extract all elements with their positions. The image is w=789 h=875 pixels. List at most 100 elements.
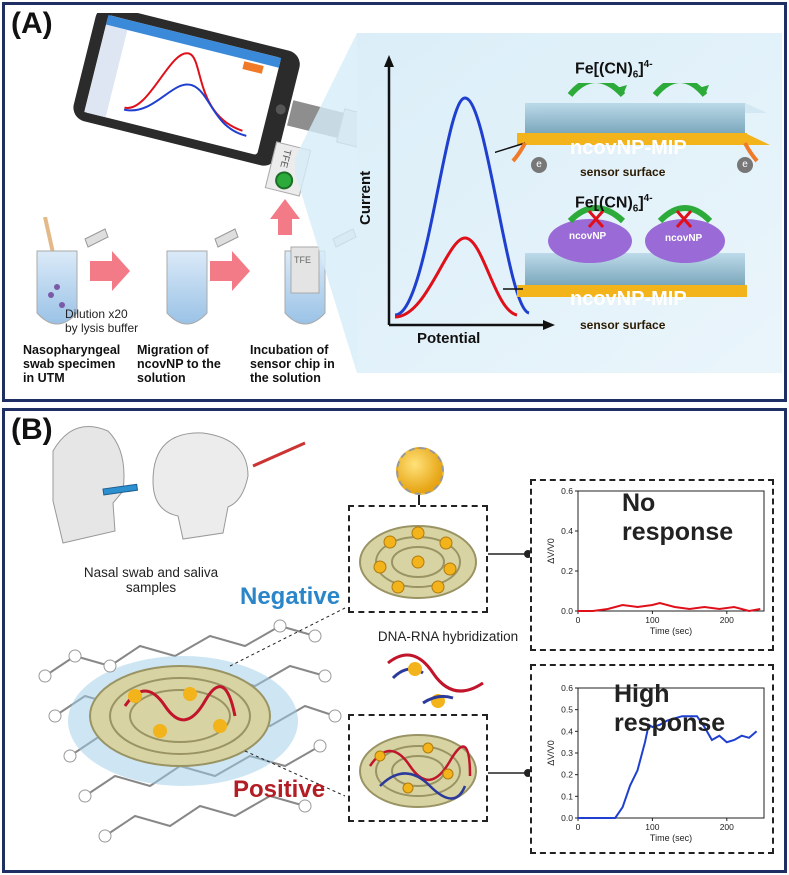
y-axis-label: Current: [357, 170, 374, 225]
probe-text: Fe[(CN): [575, 60, 633, 78]
caption-line: ncovNP to the: [137, 357, 221, 371]
probe-label-top: Fe[(CN)6]4-: [575, 59, 653, 81]
dna-strand-icon: [387, 653, 484, 708]
caption-line: the solution: [250, 371, 321, 385]
probe-text: Fe[(CN): [575, 194, 633, 212]
mip-layer-top: [495, 83, 770, 163]
x-tick-label: 200: [720, 615, 734, 625]
x-tick-label: 0: [576, 822, 581, 832]
series-line: [578, 715, 758, 819]
mip-label-bottom: ncovNP-MIP: [570, 288, 687, 310]
samples-note: Nasal swab and saliva samples: [61, 565, 241, 595]
step-caption-3: Incubation of sensor chip in the solutio…: [250, 343, 335, 385]
note-line: Nasal swab and saliva: [83, 565, 219, 580]
tube-2: [166, 228, 239, 325]
y-axis-label: ΔV/V0: [546, 740, 556, 766]
probe-sub: 6: [632, 203, 639, 215]
x-tick-label: 100: [645, 615, 659, 625]
arrow-right-icon: [210, 251, 250, 291]
x-tick-label: 0: [576, 615, 581, 625]
chart-title-high-response: High response: [614, 680, 726, 737]
panel-b: (B) Nasal swab and saliva samples: [2, 408, 787, 873]
arrow-right-icon: [90, 251, 130, 291]
x-axis-label: Potential: [417, 330, 481, 347]
probe-sub: 6: [632, 69, 639, 81]
ncovnp-label: ncovNP: [569, 231, 607, 242]
connector-line: [418, 495, 420, 505]
series-line: [578, 601, 761, 613]
panel-b-label: (B): [11, 413, 53, 446]
caption-line: in UTM: [23, 371, 65, 385]
y-tick-label: 0.6: [561, 486, 573, 496]
process-arrows: [90, 199, 300, 291]
y-tick-label: 0.4: [561, 526, 573, 536]
electron-icon: e: [531, 157, 547, 173]
caption-line: swab specimen: [23, 357, 116, 371]
y-axis-label: ΔV/V0: [546, 538, 556, 564]
probe-label-bottom: Fe[(CN)6]4-: [575, 193, 653, 215]
tube-chip-label: TFE: [294, 255, 311, 265]
y-tick-label: 0.5: [561, 705, 573, 715]
tube-1: [36, 217, 109, 325]
gold-nanoparticle-icon: [396, 447, 444, 495]
note-line: samples: [125, 580, 177, 595]
sample-tubes: [36, 217, 357, 325]
y-tick-label: 0.2: [561, 566, 573, 576]
graphene-electrode: [38, 607, 346, 843]
caption-line: sensor chip in: [250, 357, 335, 371]
caption-line: Incubation of: [250, 343, 329, 357]
negative-electrode-inset: [348, 505, 488, 613]
panel-a: (A) TFE: [2, 2, 787, 402]
x-axis-label: Time (sec): [650, 833, 692, 843]
positive-electrode-drawing: [359, 734, 477, 808]
x-tick-label: 200: [720, 822, 734, 832]
surface-label-bottom: sensor surface: [580, 318, 666, 332]
red-dpv-curve: [394, 236, 518, 319]
probe-sup: 4-: [643, 193, 653, 204]
positive-electrode-inset: [348, 714, 488, 822]
person-nasal-icon: [152, 432, 306, 540]
caption-line: solution: [137, 371, 186, 385]
chart-title-no-response: No response: [622, 489, 734, 546]
probe-sup: 4-: [643, 59, 653, 70]
result-arrows: [488, 550, 532, 777]
y-tick-label: 0.0: [561, 606, 573, 616]
dpv-plot: [384, 55, 555, 330]
hybridization-label: DNA-RNA hybridization: [377, 629, 519, 644]
dilution-line: Dilution x20: [65, 307, 128, 321]
step-caption-1: Nasopharyngeal swab specimen in UTM: [23, 343, 120, 385]
person-saliva-icon: [52, 426, 139, 544]
blue-dpv-curve: [394, 96, 530, 317]
mip-label-top: ncovNP-MIP: [570, 137, 687, 159]
electron-icon: e: [737, 157, 753, 173]
dilution-line: by lysis buffer: [65, 321, 139, 335]
caption-line: Nasopharyngeal: [23, 343, 121, 357]
sensor-layers: [495, 83, 770, 297]
electrode-icon: [273, 169, 296, 192]
ncovnp-label: ncovNP: [665, 233, 703, 244]
tfe-chip-label: TFE: [277, 147, 293, 169]
y-tick-label: 0.3: [561, 748, 573, 758]
y-tick-label: 0.2: [561, 770, 573, 780]
surface-label-top: sensor surface: [580, 165, 666, 179]
x-tick-label: 100: [645, 822, 659, 832]
arrow-up-icon: [270, 199, 300, 235]
positive-label: Positive: [233, 776, 326, 803]
x-axis-label: Time (sec): [650, 626, 692, 636]
dilution-note: Dilution x20 by lysis buffer: [65, 307, 138, 335]
y-tick-label: 0.4: [561, 726, 573, 736]
tube-3: [284, 228, 357, 325]
plot-frame: [577, 490, 765, 612]
mip-layer-bottom: [503, 205, 747, 297]
sampling-illustration: [52, 426, 306, 544]
zoom-callout: [295, 33, 782, 373]
y-tick-label: 0.6: [561, 683, 573, 693]
y-tick-label: 0.0: [561, 813, 573, 823]
negative-label: Negative: [240, 583, 341, 610]
panel-a-label: (A): [11, 7, 53, 40]
negative-electrode-drawing: [359, 525, 477, 599]
